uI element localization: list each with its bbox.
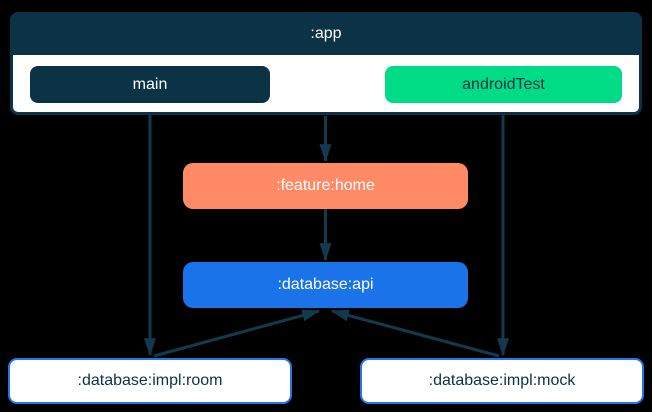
node-label: androidTest [462, 75, 545, 93]
edge-impl-mock-to-database-api [330, 309, 500, 358]
node-label: :database:api [277, 276, 374, 293]
node-database-api: :database:api [183, 262, 468, 308]
node-source-set-androidtest: androidTest [385, 66, 622, 103]
app-group-label: :app [310, 24, 342, 42]
node-database-impl-room: :database:impl:room [8, 358, 292, 404]
node-source-set-main: main [30, 66, 270, 103]
node-feature-home: :feature:home [183, 163, 468, 209]
node-label: :database:impl:mock [428, 372, 576, 389]
edge-impl-room-to-database-api [153, 309, 321, 358]
node-database-impl-mock: :database:impl:mock [360, 358, 644, 404]
node-label: :database:impl:room [77, 372, 223, 389]
node-label: main [132, 75, 168, 93]
node-label: :feature:home [276, 177, 375, 194]
